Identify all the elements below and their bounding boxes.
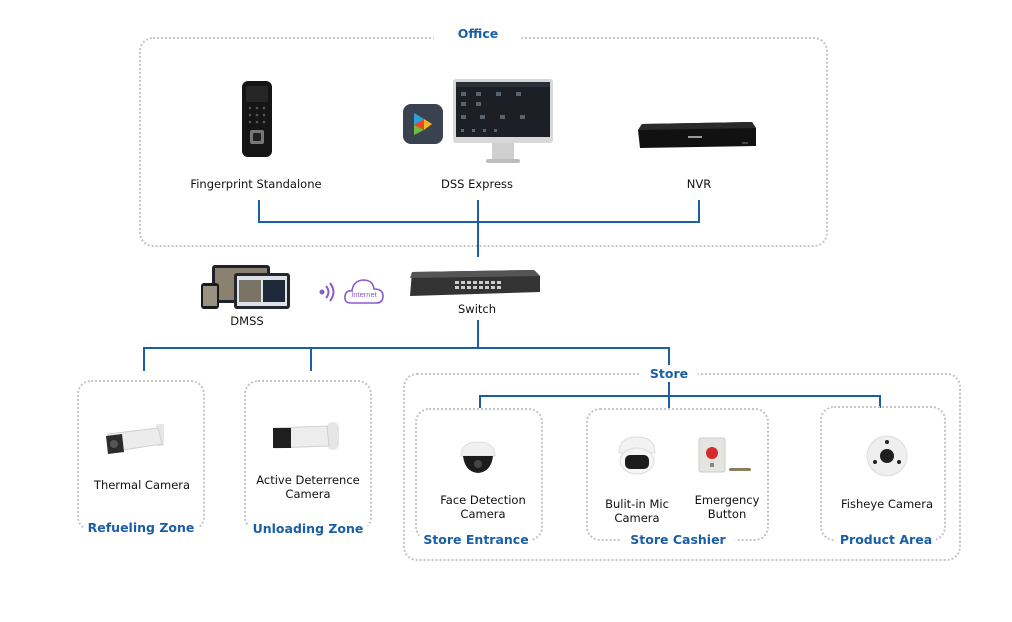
builtin-mic-label-line1: Bulit-in Mic [605, 497, 669, 511]
emergency-button-icon [698, 437, 751, 473]
office-bus-line [258, 221, 700, 223]
dmss-label: DMSS [230, 314, 264, 328]
product-area-title: Product Area [835, 532, 937, 547]
thermal-bullet-camera-icon [106, 424, 164, 454]
unloading-zone-title: Unloading Zone [248, 521, 368, 536]
store-drop-line [668, 347, 670, 365]
store-zone-title: Store [639, 366, 699, 381]
refueling-drop-line [143, 347, 145, 371]
store-cashier-title: Store Cashier [620, 532, 736, 547]
switch-down-line [477, 320, 479, 348]
wireless-signal-icon [319, 282, 335, 302]
store-entrance-title: Store Entrance [419, 532, 533, 547]
builtin-mic-eyeball-camera-icon [618, 436, 656, 475]
nvr-label: NVR [686, 177, 712, 191]
store-bus-line [479, 395, 881, 397]
switch-icon [410, 270, 540, 296]
office-zone-title: Office [433, 26, 523, 41]
nvr-icon [638, 122, 756, 148]
fisheye-camera-icon [866, 435, 908, 477]
thermal-camera-label: Thermal Camera [93, 478, 191, 492]
dss-express-label: DSS Express [440, 177, 514, 191]
internet-label: Internet [351, 290, 377, 299]
builtin-mic-label-line2: Camera [614, 511, 660, 525]
switch-label: Switch [457, 302, 497, 316]
emergency-button-label-line2: Button [707, 507, 747, 521]
entrance-drop-line [479, 395, 481, 408]
active-deterrence-camera-icon [273, 422, 339, 450]
mobile-devices-icon [201, 265, 290, 309]
active-deterrence-label-line2: Camera [285, 487, 331, 501]
office-connector-right [698, 200, 700, 222]
product-drop-line [879, 395, 881, 408]
fingerprint-terminal-icon [242, 81, 272, 157]
active-deterrence-label-line1: Active Deterrence [256, 473, 360, 487]
dss-app-icon [403, 104, 443, 144]
fingerprint-standalone-label: Fingerprint Standalone [190, 177, 322, 191]
emergency-button-label-line1: Emergency [694, 493, 760, 507]
office-to-switch-line [477, 200, 479, 257]
unloading-drop-line [310, 347, 312, 371]
office-connector-left [258, 200, 260, 222]
refueling-zone-title: Refueling Zone [83, 520, 199, 535]
face-detection-label-line2: Camera [460, 507, 506, 521]
face-detection-dome-camera-icon [460, 441, 496, 473]
fisheye-camera-label: Fisheye Camera [841, 497, 933, 511]
cloud-icon: Internet [344, 279, 384, 304]
distribution-bus-line [143, 347, 670, 349]
monitor-icon [453, 79, 553, 163]
face-detection-label-line1: Face Detection [440, 493, 526, 507]
